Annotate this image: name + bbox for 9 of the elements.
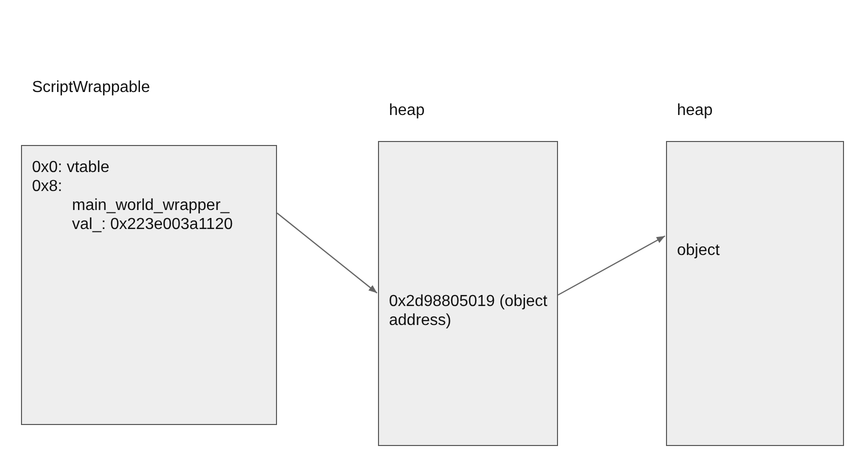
- heap-heading: heap: [389, 102, 425, 120]
- heap-heading: heap: [677, 102, 713, 120]
- arrow: [276, 212, 378, 294]
- memory-text: 0x0: vtable: [32, 158, 110, 177]
- arrow: [558, 235, 666, 296]
- memory-text: 0x8: main_world_wrapper_val_: 0x223e003a1120: [32, 177, 234, 234]
- memory-text: 0x2d98805019 (object address): [389, 292, 548, 330]
- memory-text: object: [677, 241, 721, 260]
- heap-heading: ScriptWrappable: [32, 79, 150, 97]
